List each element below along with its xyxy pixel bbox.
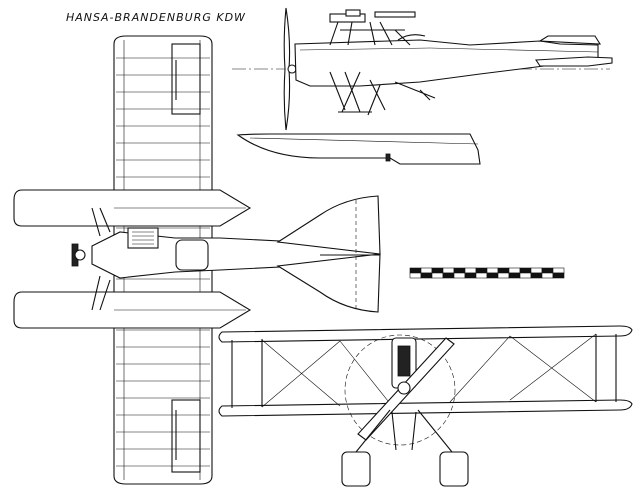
scale-bar-segment [420, 267, 433, 274]
front-prop-disc [344, 334, 456, 446]
front-float-left [341, 451, 371, 487]
scale-bar-segment [431, 267, 444, 274]
scale-bar-segment [530, 272, 543, 279]
scale-bar-segment [431, 272, 444, 279]
scale-bar-segment [519, 267, 532, 274]
scale-bar-segment [475, 267, 488, 274]
scale-bar-segment [508, 267, 521, 274]
top-tailplane-upper [276, 195, 381, 255]
side-float [236, 133, 481, 165]
scale-bar-segment [497, 272, 510, 279]
front-float-right [439, 451, 469, 487]
scale-bar-segment [409, 267, 422, 274]
scale-bar-segment [508, 272, 521, 279]
side-propeller [283, 7, 291, 131]
top-engine [127, 227, 159, 249]
scale-bar-segment [541, 267, 554, 274]
front-lower-wing [218, 399, 633, 417]
drawing-title: HANSA-BRANDENBURG KDW [66, 11, 246, 24]
front-view [218, 325, 633, 487]
scale-bar-segment [486, 267, 499, 274]
top-aileron-lower [171, 399, 201, 473]
side-gun [374, 11, 416, 18]
scale-bar [409, 267, 565, 279]
top-view [13, 35, 381, 485]
scale-bar-segment [464, 267, 477, 274]
top-aileron-upper [171, 43, 201, 115]
scale-bar-segment [475, 272, 488, 279]
scale-bar-segment [453, 272, 466, 279]
side-tailplane [535, 56, 613, 67]
scale-bar-segment [453, 267, 466, 274]
front-upper-wing [218, 325, 633, 343]
scale-bar-segment [552, 272, 565, 279]
scale-bar-segment [442, 272, 455, 279]
scale-bar-segment [541, 272, 554, 279]
scale-bar-segment [497, 267, 510, 274]
top-tailplane-lower [276, 253, 381, 313]
side-spinner [287, 64, 297, 74]
side-tail-fin [538, 35, 602, 45]
scale-bar-segment [486, 272, 499, 279]
scale-bar-segment [442, 267, 455, 274]
scale-bar-segment [464, 272, 477, 279]
top-cockpit [175, 239, 209, 271]
scale-bar-segment [519, 272, 532, 279]
side-view [232, 7, 613, 165]
scale-bar-segment [409, 272, 422, 279]
scale-bar-segment [420, 272, 433, 279]
scale-bar-segment [552, 267, 565, 274]
scale-bar-segment [530, 267, 543, 274]
